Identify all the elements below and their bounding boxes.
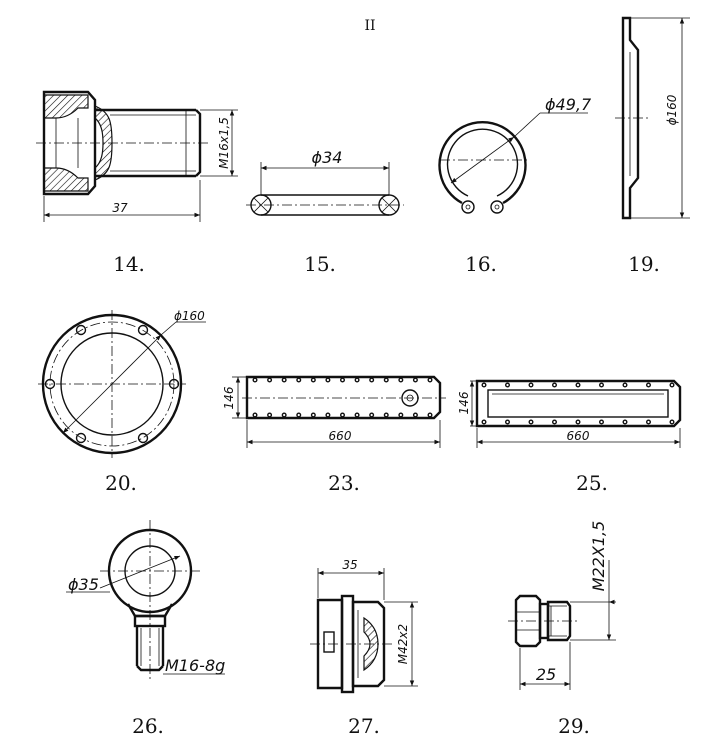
fig19-label: 19. xyxy=(628,252,660,276)
fig23-bolt-hole xyxy=(412,377,418,383)
fig15-dim-diameter: ϕ34 xyxy=(312,148,343,167)
fig16-label: 16. xyxy=(465,252,497,276)
fig26-part-eyebolt xyxy=(66,520,225,680)
fig25-bolt-hole xyxy=(528,419,534,425)
fig14-dim-thread: M16x1,5 xyxy=(217,117,231,169)
fig25-label: 25. xyxy=(576,471,608,495)
fig19-part-gasket xyxy=(615,16,690,220)
fig15-label: 15. xyxy=(304,252,336,276)
fig25-bolt-hole xyxy=(552,419,558,425)
fig23-bolt-hole xyxy=(354,377,360,383)
fig25-dim-width: 146 xyxy=(457,391,471,414)
fig23-bolt-hole xyxy=(252,377,258,383)
fig25-bolt-hole xyxy=(481,382,487,388)
fig23-bolt-hole xyxy=(267,412,273,418)
fig25-bolt-hole xyxy=(575,419,581,425)
fig23-bolt-hole xyxy=(354,412,360,418)
fig14-label: 14. xyxy=(113,252,145,276)
fig27-part-plug xyxy=(310,568,418,694)
fig23-bolt-hole xyxy=(310,377,316,383)
fig25-bolt-hole xyxy=(622,382,628,388)
fig23-bolt-hole xyxy=(398,412,404,418)
fig16-part-circlip xyxy=(438,112,588,214)
fig25-part-frame xyxy=(469,379,682,448)
fig29-dim-thread: M22X1,5 xyxy=(589,521,608,592)
fig23-bolt-hole xyxy=(427,377,433,383)
fig25-bolt-hole xyxy=(528,382,534,388)
fig23-bolt-hole xyxy=(252,412,258,418)
fig20-part-flange xyxy=(38,310,206,458)
fig23-label: 23. xyxy=(328,471,360,495)
fig20-label: 20. xyxy=(105,471,137,495)
fig23-bolt-hole xyxy=(340,412,346,418)
fig25-bolt-hole xyxy=(505,382,511,388)
fig23-part-plate xyxy=(232,375,446,448)
fig23-bolt-hole xyxy=(412,412,418,418)
fig25-bolt-hole xyxy=(646,382,652,388)
fig29-part-drain-plug xyxy=(508,560,616,690)
fig25-bolt-hole xyxy=(505,419,511,425)
fig23-dim-length: 660 xyxy=(329,429,352,443)
fig25-dim-length: 660 xyxy=(567,429,590,443)
fig26-dim-eye: ϕ35 xyxy=(68,575,99,594)
fig26-label: 26. xyxy=(132,714,164,738)
fig25-bolt-hole xyxy=(599,419,605,425)
fig26-dim-thread: M16-8g xyxy=(165,656,225,675)
fig20-dim-diameter: ϕ160 xyxy=(174,309,205,323)
fig25-bolt-hole xyxy=(599,382,605,388)
fig23-bolt-hole xyxy=(340,377,346,383)
fig25-bolt-hole xyxy=(481,419,487,425)
page-number: II xyxy=(364,18,375,34)
fig25-bolt-hole xyxy=(646,419,652,425)
fig19-dim-diameter: ϕ160 xyxy=(665,94,679,125)
fig25-bolt-hole xyxy=(669,382,675,388)
fig23-bolt-hole xyxy=(296,412,302,418)
fig25-bolt-hole xyxy=(552,382,558,388)
fig23-bolt-hole xyxy=(267,377,273,383)
fig23-bolt-hole xyxy=(310,412,316,418)
fig25-bolt-hole xyxy=(669,419,675,425)
fig23-bolt-hole xyxy=(325,377,331,383)
fig23-bolt-hole xyxy=(325,412,331,418)
fig23-bolt-hole xyxy=(369,377,375,383)
fig23-bolt-hole xyxy=(427,412,433,418)
fig15-part-o-ring xyxy=(246,162,404,216)
fig14-part-fitting xyxy=(36,90,238,222)
fig29-label: 29. xyxy=(558,714,590,738)
fig25-bolt-hole xyxy=(622,419,628,425)
fig27-dim-length: 35 xyxy=(342,558,357,572)
fig23-bolt-hole xyxy=(383,412,389,418)
fig23-bolt-hole xyxy=(383,377,389,383)
fig14-dim-length: 37 xyxy=(112,201,128,215)
fig27-label: 27. xyxy=(348,714,380,738)
fig23-bolt-hole xyxy=(369,412,375,418)
fig23-bolt-hole xyxy=(281,377,287,383)
fig25-bolt-hole xyxy=(575,382,581,388)
fig23-bolt-hole xyxy=(398,377,404,383)
fig16-dim-diameter: ϕ49,7 xyxy=(545,95,592,114)
fig23-bolt-hole xyxy=(296,377,302,383)
fig29-dim-length: 25 xyxy=(536,665,556,684)
fig23-bolt-hole xyxy=(281,412,287,418)
fig23-dim-width: 146 xyxy=(222,386,236,409)
fig27-dim-thread: M42x2 xyxy=(396,624,410,664)
